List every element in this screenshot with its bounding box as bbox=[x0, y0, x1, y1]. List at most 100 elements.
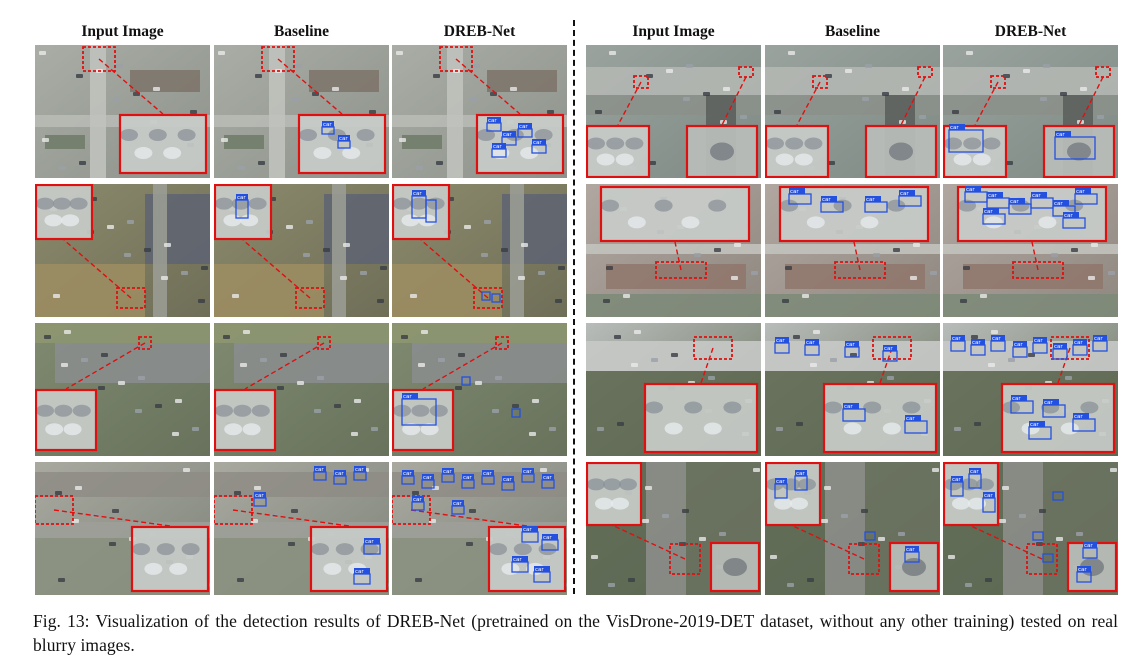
aerial-image bbox=[586, 323, 761, 456]
svg-text:car: car bbox=[1094, 336, 1103, 342]
aerial-image bbox=[586, 45, 761, 178]
panel-row4-right-input bbox=[586, 462, 761, 595]
svg-text:car: car bbox=[906, 416, 915, 422]
header-dreb-net-left: DREB-Net bbox=[443, 23, 516, 40]
aerial-image bbox=[586, 462, 761, 595]
svg-text:car: car bbox=[513, 557, 522, 563]
svg-text:car: car bbox=[463, 475, 472, 481]
svg-text:car: car bbox=[972, 340, 981, 346]
svg-text:car: car bbox=[966, 187, 975, 193]
panel-row2-left-dreb-net: car bbox=[392, 184, 567, 317]
svg-text:car: car bbox=[423, 475, 432, 481]
svg-text:car: car bbox=[952, 336, 961, 342]
svg-text:car: car bbox=[950, 125, 959, 131]
svg-text:car: car bbox=[906, 547, 915, 553]
panel-row3-left-dreb-net: car bbox=[392, 323, 567, 456]
aerial-image: car car bbox=[943, 45, 1118, 178]
svg-text:car: car bbox=[488, 118, 497, 124]
svg-text:car: car bbox=[365, 539, 374, 545]
header-dreb-net-right: DREB-Net bbox=[994, 23, 1067, 40]
panel-row2-left-baseline: car bbox=[214, 184, 389, 317]
svg-text:car: car bbox=[1074, 340, 1083, 346]
svg-text:car: car bbox=[1012, 396, 1021, 402]
panel-row4-right-baseline: car car car bbox=[765, 462, 940, 595]
svg-text:car: car bbox=[1032, 193, 1041, 199]
svg-text:car: car bbox=[776, 338, 785, 344]
panel-row3-right-input bbox=[586, 323, 761, 456]
svg-text:car: car bbox=[970, 469, 979, 475]
svg-text:car: car bbox=[1010, 199, 1019, 205]
aerial-image: car bbox=[392, 323, 567, 456]
svg-text:car: car bbox=[523, 527, 532, 533]
aerial-image: car car car car car car bbox=[214, 462, 389, 595]
aerial-image bbox=[35, 323, 210, 456]
header-input-image-right: Input Image bbox=[632, 23, 715, 40]
svg-text:car: car bbox=[1074, 414, 1083, 420]
svg-text:car: car bbox=[1064, 213, 1073, 219]
aerial-image bbox=[35, 45, 210, 178]
aerial-image: car bbox=[214, 184, 389, 317]
svg-text:car: car bbox=[493, 144, 502, 150]
svg-text:car: car bbox=[796, 471, 805, 477]
svg-text:car: car bbox=[790, 189, 799, 195]
panel-row2-right-input bbox=[586, 184, 761, 317]
panel-row1-right-dreb-net: car car bbox=[943, 45, 1118, 178]
svg-text:car: car bbox=[355, 569, 364, 575]
svg-text:car: car bbox=[1044, 400, 1053, 406]
panel-row2-left-input bbox=[35, 184, 210, 317]
svg-text:car: car bbox=[255, 493, 264, 499]
svg-text:car: car bbox=[884, 346, 893, 352]
panel-row4-left-input bbox=[35, 462, 210, 595]
aerial-image: car car car bbox=[765, 462, 940, 595]
svg-text:car: car bbox=[1084, 543, 1093, 549]
svg-text:car: car bbox=[443, 469, 452, 475]
svg-text:car: car bbox=[1054, 201, 1063, 207]
aerial-image bbox=[35, 462, 210, 595]
figure-caption: Fig. 13: Visualization of the detection … bbox=[33, 611, 1118, 655]
svg-text:car: car bbox=[335, 471, 344, 477]
svg-text:car: car bbox=[1056, 132, 1065, 138]
svg-text:car: car bbox=[323, 122, 332, 128]
svg-text:car: car bbox=[483, 471, 492, 477]
svg-text:car: car bbox=[846, 342, 855, 348]
svg-text:car: car bbox=[1014, 342, 1023, 348]
svg-text:car: car bbox=[543, 535, 552, 541]
dashed-divider bbox=[573, 20, 575, 594]
svg-text:car: car bbox=[1054, 344, 1063, 350]
aerial-image bbox=[586, 184, 761, 317]
svg-text:car: car bbox=[315, 467, 324, 473]
svg-text:car: car bbox=[519, 124, 528, 130]
panel-row4-left-baseline: car car car car car car bbox=[214, 462, 389, 595]
svg-text:car: car bbox=[992, 336, 1001, 342]
svg-text:car: car bbox=[776, 479, 785, 485]
svg-text:car: car bbox=[988, 193, 997, 199]
panel-row1-left-baseline: car car bbox=[214, 45, 389, 178]
svg-text:car: car bbox=[535, 567, 544, 573]
aerial-image bbox=[765, 45, 940, 178]
svg-text:car: car bbox=[806, 340, 815, 346]
svg-text:car: car bbox=[503, 477, 512, 483]
svg-text:car: car bbox=[900, 191, 909, 197]
svg-text:car: car bbox=[355, 467, 364, 473]
panel-row1-right-baseline bbox=[765, 45, 940, 178]
panel-row1-left-input bbox=[35, 45, 210, 178]
aerial-image: carcarcarcarcarcarcarcarcarcarcarcarcarc… bbox=[392, 462, 567, 595]
svg-text:car: car bbox=[403, 471, 412, 477]
panel-row1-right-input bbox=[586, 45, 761, 178]
svg-text:car: car bbox=[1078, 567, 1087, 573]
svg-text:car: car bbox=[403, 394, 412, 400]
header-input-image-left: Input Image bbox=[81, 23, 164, 40]
svg-text:car: car bbox=[866, 197, 875, 203]
svg-text:car: car bbox=[339, 136, 348, 142]
svg-text:car: car bbox=[952, 477, 961, 483]
svg-text:car: car bbox=[453, 501, 462, 507]
aerial-image: car bbox=[392, 184, 567, 317]
